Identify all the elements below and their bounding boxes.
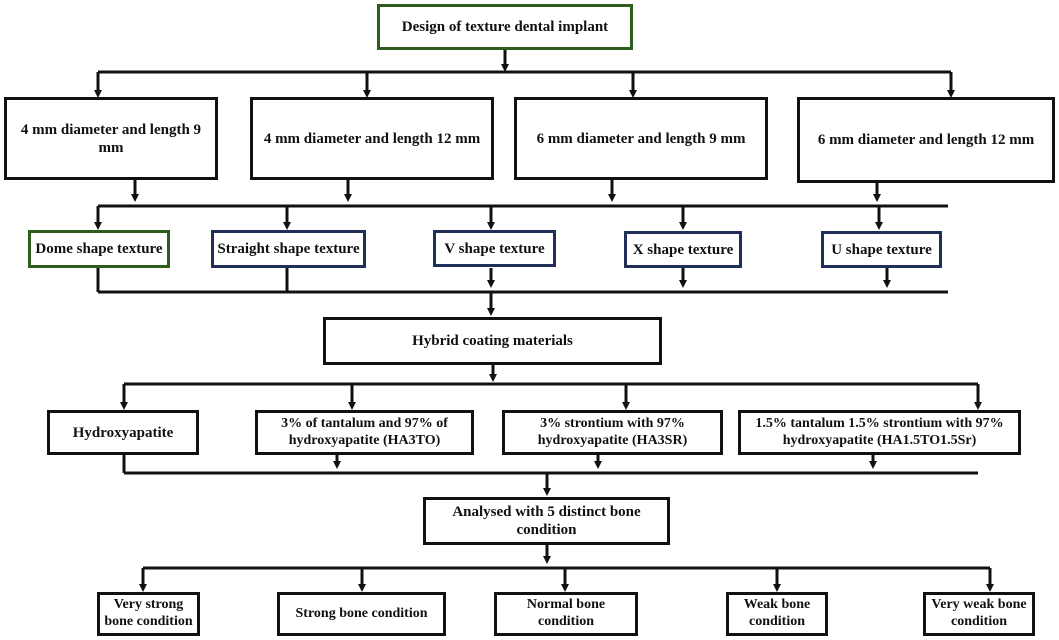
- texture-label: X shape texture: [632, 241, 734, 258]
- coating-label: 3% of tantalum and 97% of hydroxyapatite…: [281, 415, 448, 448]
- texture-label: U shape texture: [831, 241, 932, 258]
- texture-label: Straight shape texture: [217, 241, 360, 257]
- coating-title-text: Hybrid coating materials: [412, 333, 573, 349]
- bone-condition-box-3: Normal bone condition: [494, 592, 638, 636]
- texture-box-straight: Straight shape texture: [211, 230, 366, 268]
- dimension-label: 6 mm diameter and length 12 mm: [817, 132, 1035, 148]
- texture-label: Dome shape texture: [35, 241, 163, 257]
- bone-condition-box-2: Strong bone condition: [277, 592, 446, 636]
- bone-condition-label: Normal bone condition: [526, 597, 606, 629]
- bone-condition-label: Very weak bone condition: [931, 597, 1027, 629]
- title-text: Design of texture dental implant: [401, 19, 609, 35]
- texture-label: V shape texture: [444, 240, 545, 257]
- coating-title-box: Hybrid coating materials: [323, 317, 662, 365]
- bone-condition-label: Weak bone condition: [743, 597, 811, 629]
- bone-condition-label: Strong bone condition: [295, 605, 428, 621]
- analysis-text: Analysed with 5 distinct bone condition: [452, 504, 641, 538]
- dimension-label: 6 mm diameter and length 9 mm: [536, 130, 746, 147]
- texture-box-x: X shape texture: [624, 231, 742, 268]
- bone-condition-label: Very strong bone condition: [104, 597, 193, 629]
- bone-condition-box-4: Weak bone condition: [726, 592, 828, 636]
- coating-label: 1.5% tantalum 1.5% strontium with 97% hy…: [755, 415, 1004, 448]
- texture-box-v: V shape texture: [433, 230, 556, 267]
- coating-box-4: 1.5% tantalum 1.5% strontium with 97% hy…: [738, 410, 1021, 455]
- dimension-label: 4 mm diameter and length 9 mm: [20, 121, 202, 156]
- analysis-box: Analysed with 5 distinct bone condition: [423, 497, 670, 545]
- texture-box-u: U shape texture: [821, 231, 942, 268]
- coating-box-3: 3% strontium with 97% hydroxyapatite (HA…: [502, 410, 723, 455]
- dimension-box-2: 4 mm diameter and length 12 mm: [250, 97, 494, 180]
- bone-condition-box-1: Very strong bone condition: [97, 592, 200, 636]
- coating-box-2: 3% of tantalum and 97% of hydroxyapatite…: [255, 410, 474, 455]
- dimension-box-1: 4 mm diameter and length 9 mm: [4, 97, 218, 180]
- coating-box-1: Hydroxyapatite: [47, 410, 199, 455]
- texture-box-dome: Dome shape texture: [28, 230, 170, 268]
- dimension-label: 4 mm diameter and length 12 mm: [263, 130, 481, 147]
- dimension-box-4: 6 mm diameter and length 12 mm: [797, 97, 1055, 183]
- coating-label: Hydroxyapatite: [72, 424, 174, 441]
- dimension-box-3: 6 mm diameter and length 9 mm: [514, 97, 768, 180]
- coating-label: 3% strontium with 97% hydroxyapatite (HA…: [537, 415, 688, 448]
- bone-condition-box-5: Very weak bone condition: [923, 592, 1035, 636]
- title-box: Design of texture dental implant: [377, 4, 633, 50]
